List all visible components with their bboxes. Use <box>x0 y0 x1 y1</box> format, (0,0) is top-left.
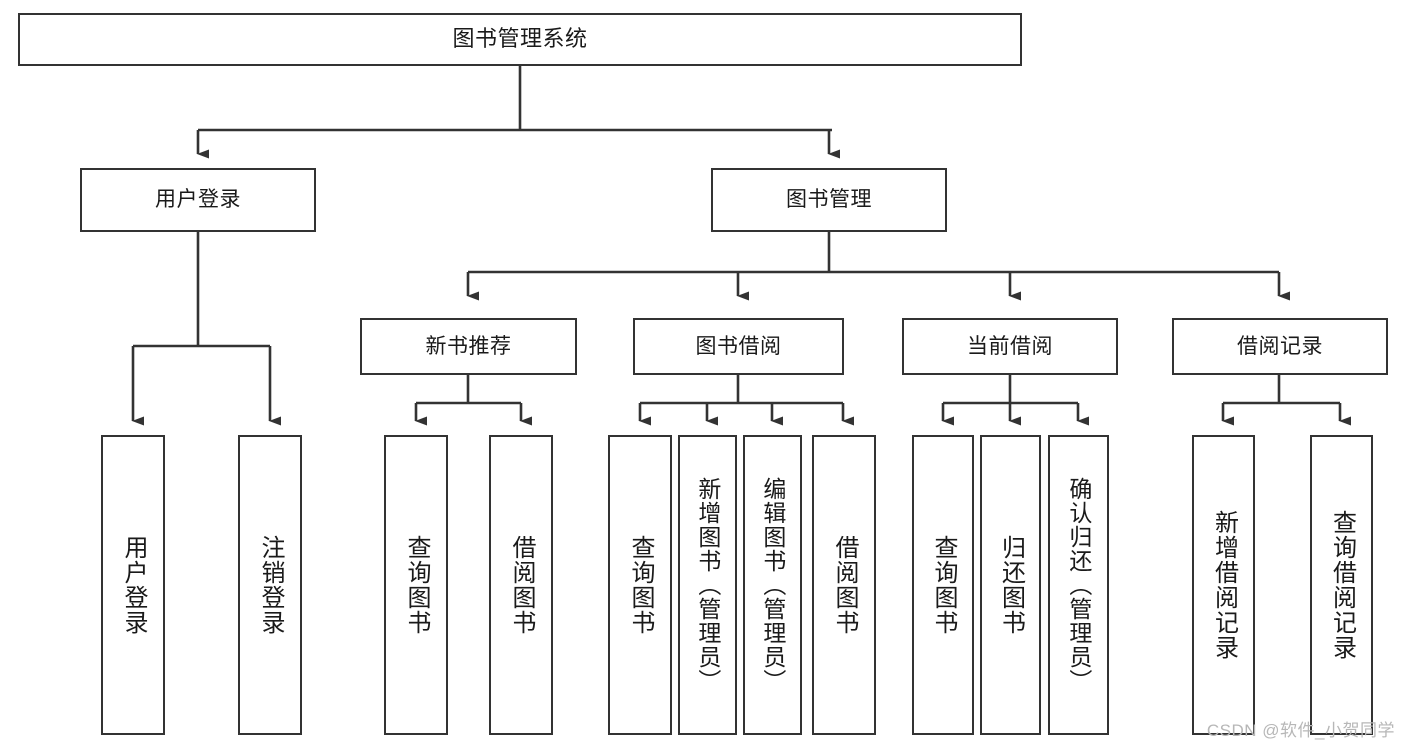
node-label: 图书管理系统 <box>452 26 588 52</box>
node-label: 确认归还（管理员） <box>1065 477 1092 693</box>
node-label: 新增借阅记录 <box>1210 510 1238 660</box>
node-book-borrow[interactable]: 图书借阅 <box>633 318 844 375</box>
node-new-book-recommend[interactable]: 新书推荐 <box>360 318 577 375</box>
node-label: 编辑图书（管理员） <box>759 477 786 693</box>
node-label: 查询图书 <box>929 535 957 635</box>
leaf-borrow-add-book-admin[interactable]: 新增图书（管理员） <box>678 435 737 735</box>
leaf-user-login-signout[interactable]: 注销登录 <box>238 435 302 735</box>
node-label: 图书管理 <box>786 188 872 212</box>
node-borrow-record[interactable]: 借阅记录 <box>1172 318 1388 375</box>
node-label: 借阅记录 <box>1237 334 1323 358</box>
node-root-system[interactable]: 图书管理系统 <box>18 13 1022 66</box>
node-label: 新书推荐 <box>425 334 512 358</box>
node-label: 图书借阅 <box>695 334 782 358</box>
node-label: 查询图书 <box>402 535 430 635</box>
node-book-management[interactable]: 图书管理 <box>711 168 947 232</box>
leaf-borrow-edit-book-admin[interactable]: 编辑图书（管理员） <box>743 435 802 735</box>
leaf-borrow-query-book[interactable]: 查询图书 <box>608 435 672 735</box>
leaf-current-query-book[interactable]: 查询图书 <box>912 435 974 735</box>
node-current-borrow[interactable]: 当前借阅 <box>902 318 1118 375</box>
node-label: 用户登录 <box>155 188 241 212</box>
leaf-current-confirm-return-admin[interactable]: 确认归还（管理员） <box>1048 435 1109 735</box>
node-label: 借阅图书 <box>830 535 858 635</box>
node-label: 注销登录 <box>256 535 284 635</box>
leaf-record-query-record[interactable]: 查询借阅记录 <box>1310 435 1373 735</box>
node-label: 借阅图书 <box>507 535 535 635</box>
leaf-current-return-book[interactable]: 归还图书 <box>980 435 1041 735</box>
leaf-record-add-record[interactable]: 新增借阅记录 <box>1192 435 1255 735</box>
node-user-login[interactable]: 用户登录 <box>80 168 316 232</box>
leaf-user-login-signin[interactable]: 用户登录 <box>101 435 165 735</box>
watermark-text: CSDN @软件_小贺同学 <box>1206 721 1395 740</box>
node-label: 新增图书（管理员） <box>694 477 721 693</box>
node-label: 用户登录 <box>119 535 147 635</box>
node-label: 归还图书 <box>997 535 1025 635</box>
leaf-borrow-borrow-book[interactable]: 借阅图书 <box>812 435 876 735</box>
leaf-recommend-query-book[interactable]: 查询图书 <box>384 435 448 735</box>
node-label: 当前借阅 <box>967 334 1053 358</box>
node-label: 查询图书 <box>626 535 654 635</box>
node-label: 查询借阅记录 <box>1328 510 1356 660</box>
leaf-recommend-borrow-book[interactable]: 借阅图书 <box>489 435 553 735</box>
